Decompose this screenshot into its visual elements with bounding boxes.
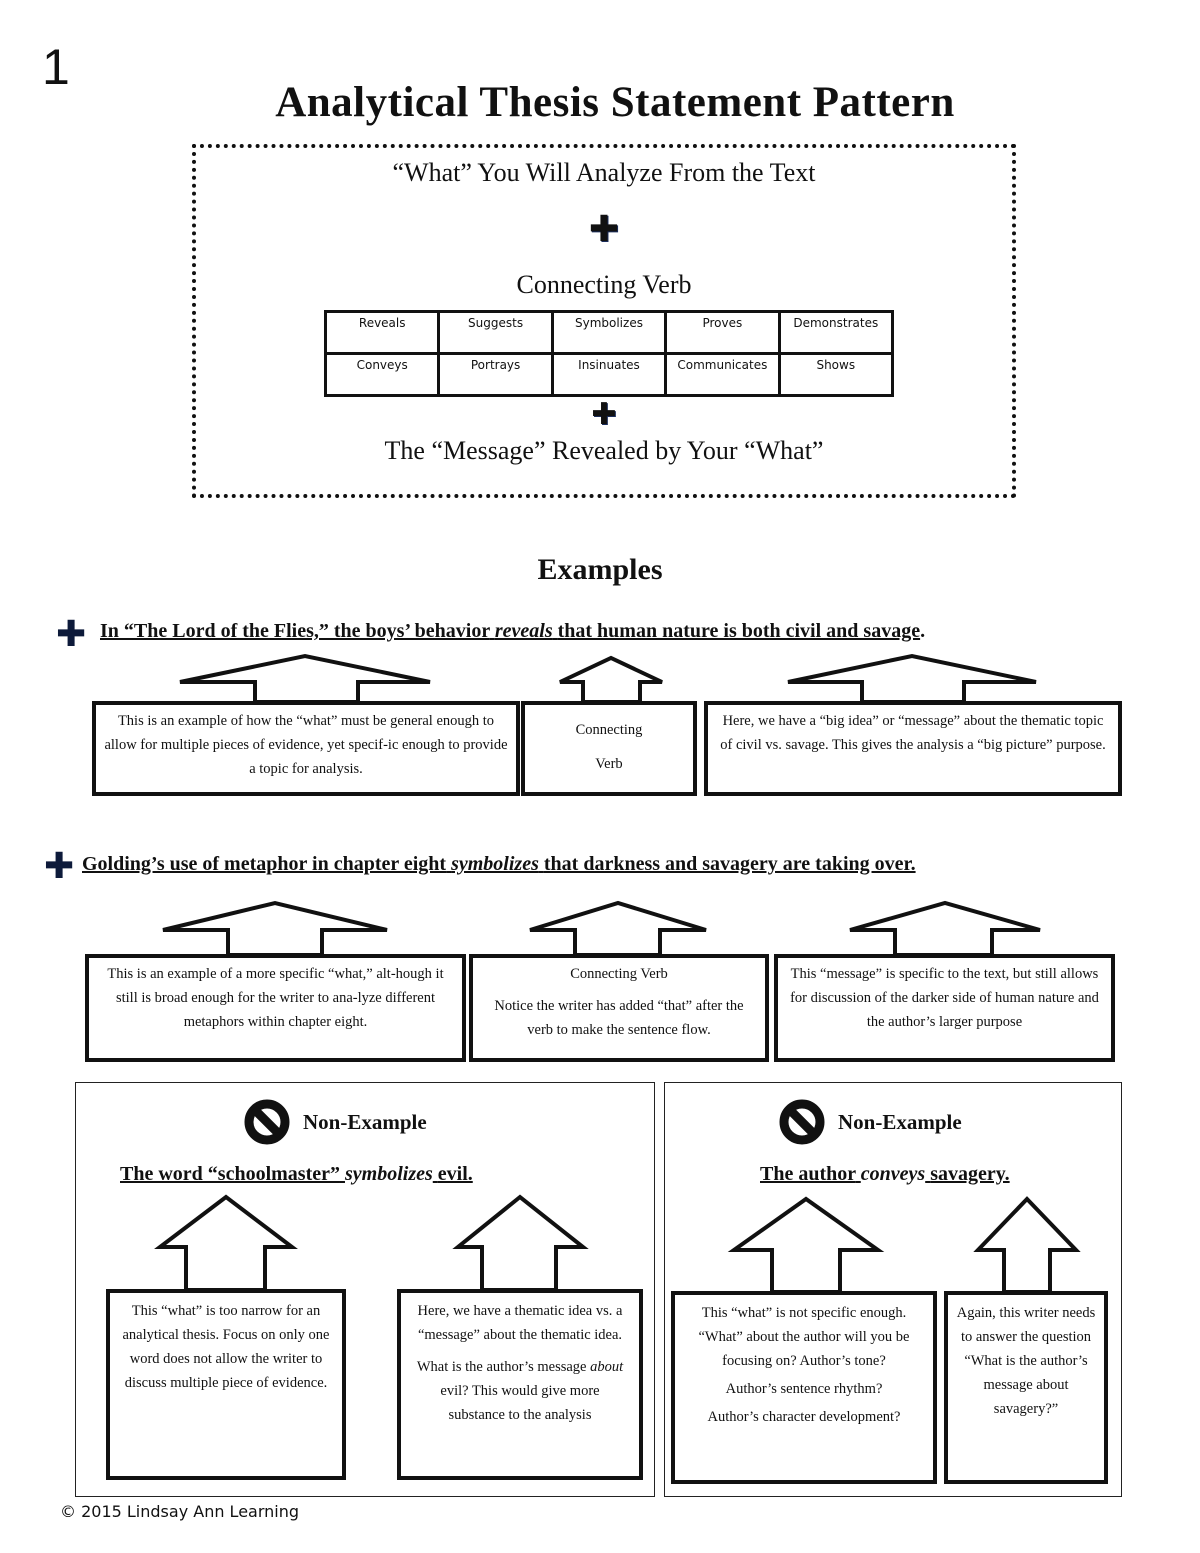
example1-what-callout: This is an example of how the “what” mus…	[92, 701, 520, 796]
example2-message-callout: This “message” is specific to the text, …	[774, 954, 1115, 1062]
arrow-shape	[727, 1196, 885, 1294]
page-number: 1	[42, 39, 70, 95]
nonexample2-sentence: The author conveys savagery.	[760, 1163, 1010, 1186]
nonexample1-label: Non-Example	[303, 1110, 427, 1134]
callout-text: Here, we have a thematic idea vs. a “mes…	[417, 1303, 623, 1343]
page-title: Analytical Thesis Statement Pattern	[275, 79, 955, 126]
arrow-shape	[452, 1194, 589, 1292]
example2-message: that darkness and savagery are taking ov…	[543, 853, 916, 875]
verb-cell: Proves	[664, 310, 781, 355]
arrow-shape	[179, 653, 431, 704]
verb-cell: Conveys	[323, 352, 441, 397]
example2-verb: symbolizes	[451, 853, 539, 875]
verb-cell: Demonstrates	[777, 310, 895, 355]
verb-cell: Shows	[777, 352, 895, 397]
nonexample2-left-callout: This “what” is not specific enough. “Wha…	[671, 1291, 937, 1484]
copyright: © 2015 Lindsay Ann Learning	[60, 1502, 300, 1521]
nonexample1-what: The word “schoolmaster”	[120, 1163, 340, 1185]
arrow-shape	[154, 1194, 298, 1292]
nonexample2-frame	[664, 1082, 1122, 1497]
arrow-shape	[973, 1196, 1081, 1294]
callout-text: Author’s character development?	[707, 1409, 901, 1425]
example2-what: Golding’s use of metaphor in chapter eig…	[82, 853, 447, 875]
plus-icon: ✚	[591, 397, 617, 432]
nonexample2-verb: conveys	[860, 1163, 926, 1185]
example2-what-callout: This is an example of a more specific “w…	[85, 954, 466, 1062]
example1-verb: reveals	[494, 620, 553, 642]
no-symbol-icon	[779, 1099, 825, 1145]
nonexample1-verb: symbolizes	[344, 1163, 433, 1185]
verb-row: Conveys Portrays Insinuates Communicates…	[323, 352, 895, 397]
message-line: The “Message” Revealed by Your “What”	[384, 436, 824, 465]
callout-verb-note: Notice the writer has added “that” after…	[494, 998, 744, 1038]
verb-cell: Suggests	[437, 310, 554, 355]
verb-cell: Portrays	[437, 352, 554, 397]
plus-icon: ✚	[44, 846, 75, 887]
callout-verb-title: Connecting Verb	[570, 966, 668, 982]
nonexample1-message: evil.	[437, 1163, 473, 1185]
callout-verb-line1: Connecting	[575, 722, 643, 738]
arrow-shape	[529, 900, 707, 957]
example1-what: In “The Lord of the Flies,” the boys’ be…	[100, 620, 490, 642]
verb-cell: Insinuates	[550, 352, 668, 397]
arrow-shape	[849, 900, 1041, 957]
example2-sentence: Golding’s use of metaphor in chapter eig…	[82, 853, 916, 876]
nonexample1-left-callout: This “what” is too narrow for an analyti…	[106, 1289, 346, 1480]
example1-verb-callout: Connecting Verb	[521, 701, 697, 796]
plus-icon: ✚	[56, 614, 87, 655]
nonexample2-label: Non-Example	[838, 1110, 962, 1134]
callout-text: Author’s sentence rhythm?	[725, 1381, 883, 1397]
nonexample1-frame	[75, 1082, 655, 1497]
no-symbol-icon	[244, 1099, 290, 1145]
connecting-verb-heading: Connecting Verb	[516, 270, 692, 299]
nonexample1-sentence: The word “schoolmaster” symbolizes evil.	[120, 1163, 473, 1186]
arrow-shape	[559, 655, 663, 704]
verb-row: Reveals Suggests Symbolizes Proves Demon…	[323, 310, 895, 355]
example1-sentence: In “The Lord of the Flies,” the boys’ be…	[100, 620, 925, 643]
nonexample2-right-callout: Again, this writer needs to answer the q…	[944, 1291, 1108, 1484]
arrow-shape	[787, 653, 1037, 704]
examples-heading: Examples	[537, 553, 663, 586]
example1-message-callout: Here, we have a “big idea” or “message” …	[704, 701, 1122, 796]
verb-cell: Communicates	[664, 352, 781, 397]
nonexample2-what: The author	[760, 1163, 856, 1185]
verb-cell: Symbolizes	[550, 310, 668, 355]
verb-cell: Reveals	[323, 310, 441, 355]
example2-verb-callout: Connecting Verb Notice the writer has ad…	[469, 954, 769, 1062]
what-line: “What” You Will Analyze From the Text	[392, 158, 816, 187]
example1-period: .	[920, 620, 926, 642]
verb-table: Reveals Suggests Symbolizes Proves Demon…	[323, 310, 895, 397]
nonexample2-message: savagery.	[930, 1163, 1010, 1185]
arrow-shape	[162, 900, 388, 957]
callout-text: This “what” is not specific enough. “Wha…	[698, 1305, 910, 1369]
plus-icon: ✚	[588, 209, 620, 250]
callout-text: What is the author’s message about evil?…	[416, 1359, 624, 1423]
pattern-box: “What” You Will Analyze From the Text ✚ …	[192, 144, 1016, 498]
callout-verb-line2: Verb	[595, 756, 623, 772]
nonexample1-right-callout: Here, we have a thematic idea vs. a “mes…	[397, 1289, 643, 1480]
example1-message: that human nature is both civil and sava…	[557, 620, 921, 642]
